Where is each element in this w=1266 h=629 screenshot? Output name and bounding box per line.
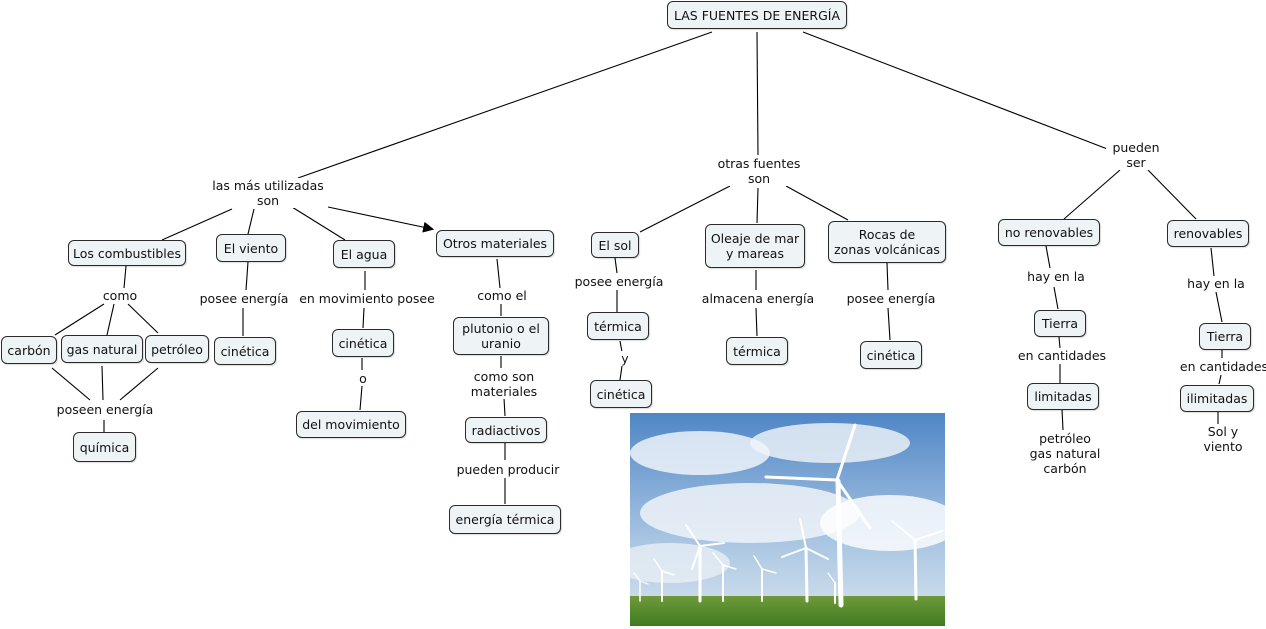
node-agua-cinetica[interactable]: cinética [332, 329, 394, 357]
node-renov-tierra[interactable]: Tierra [1199, 323, 1251, 350]
link-label-no-renov-cantidades: en cantidades [1012, 348, 1112, 363]
node-plutonio[interactable]: plutonio o el uranio [453, 317, 549, 355]
node-rocas-volcanicas[interactable]: Rocas de zonas volcánicas [828, 221, 946, 263]
node-rocas-cinetica[interactable]: cinética [860, 341, 922, 369]
link-label-renov-cantidades: en cantidades [1174, 359, 1266, 374]
node-limitadas[interactable]: limitadas [1027, 383, 1099, 410]
node-no-renov-tierra[interactable]: Tierra [1034, 310, 1086, 337]
node-ilimitadas[interactable]: ilimitadas [1180, 385, 1254, 412]
node-otros-materiales[interactable]: Otros materiales [436, 230, 554, 257]
node-energia-termica[interactable]: energía térmica [449, 505, 561, 534]
text-renov-ejemplos: Sol y viento [1196, 424, 1250, 454]
branch-label-otras-fuentes: otras fuentes son [710, 156, 808, 186]
node-quimica[interactable]: química [73, 432, 136, 462]
node-combustibles[interactable]: Los combustibles [68, 240, 186, 266]
link-label-como: como [98, 288, 142, 303]
node-gas-natural[interactable]: gas natural [61, 335, 143, 363]
node-sol-cinetica[interactable]: cinética [590, 380, 652, 408]
branch-label-pueden-ser: pueden ser [1106, 140, 1166, 170]
link-label-renov-hay: hay en la [1180, 276, 1252, 291]
node-el-sol[interactable]: El sol [591, 232, 639, 258]
node-radiactivos[interactable]: radiactivos [465, 417, 547, 443]
node-no-renovables[interactable]: no renovables [998, 219, 1100, 246]
link-label-rocas-posee: posee energía [842, 291, 940, 306]
node-renovables[interactable]: renovables [1167, 220, 1249, 247]
link-label-como-el: como el [472, 288, 532, 303]
link-label-o: o [353, 371, 373, 386]
link-label-y: y [615, 351, 635, 366]
wind-turbines-photo [630, 413, 945, 626]
link-label-pueden-producir: pueden producir [452, 462, 564, 477]
link-label-no-renov-hay: hay en la [1020, 269, 1092, 284]
link-label-almacena: almacena energía [698, 291, 818, 306]
link-label-poseen-energia: poseen energía [52, 402, 158, 417]
node-viento-cinetica[interactable]: cinética [214, 337, 276, 365]
node-el-viento[interactable]: El viento [216, 234, 286, 262]
link-label-viento-posee: posee energía [196, 291, 292, 306]
link-label-como-son: como son materiales [466, 369, 542, 399]
branch-label-mas-utilizadas: las más utilizadas son [208, 178, 328, 208]
node-oleaje-termica[interactable]: térmica [726, 337, 788, 365]
node-del-movimiento[interactable]: del movimiento [296, 411, 406, 438]
text-no-renov-ejemplos: petróleo gas natural carbón [1020, 431, 1110, 476]
node-el-agua[interactable]: El agua [333, 240, 395, 268]
node-oleaje[interactable]: Oleaje de mar y mareas [705, 224, 805, 268]
node-petroleo[interactable]: petróleo [145, 335, 209, 363]
link-label-sol-posee: posee energía [570, 274, 668, 289]
node-sol-termica[interactable]: térmica [587, 312, 649, 340]
root-node[interactable]: LAS FUENTES DE ENERGÍA [667, 1, 847, 29]
link-label-movimiento-posee: en movimiento posee [296, 291, 438, 306]
node-carbon[interactable]: carbón [1, 336, 57, 364]
